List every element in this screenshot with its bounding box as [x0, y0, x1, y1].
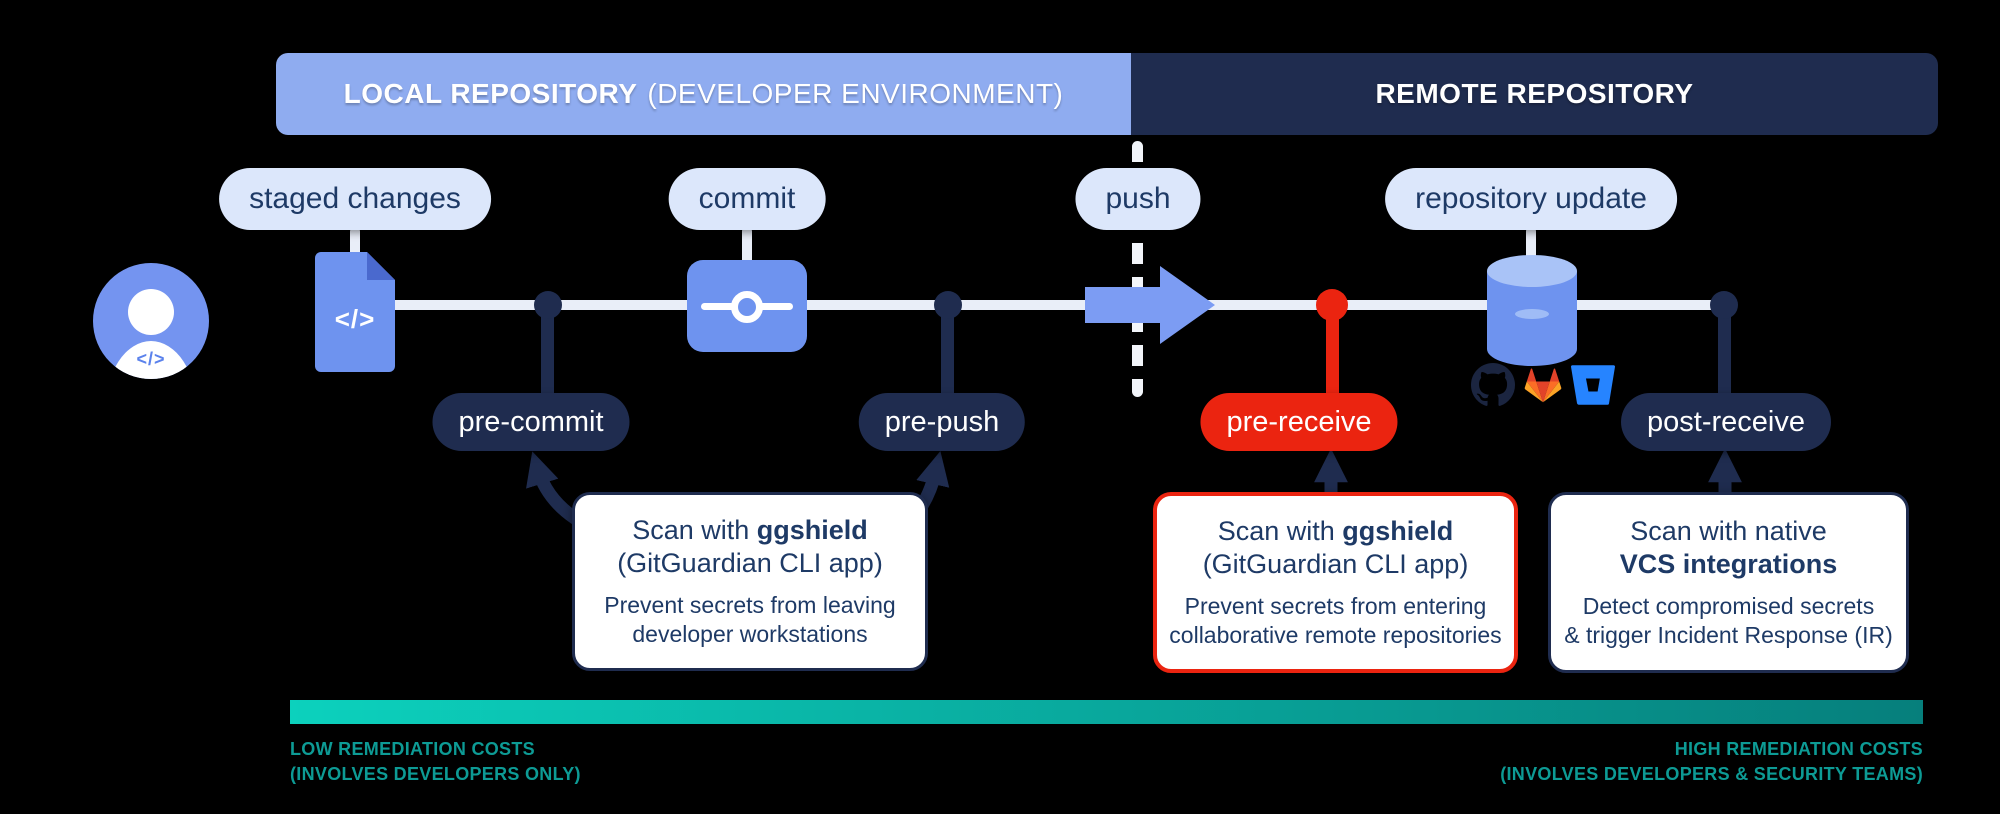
push-arrow-icon: [1085, 266, 1215, 344]
card-title: Scan with native VCS integrations: [1620, 515, 1838, 581]
pre-commit-hook-pill: pre-commit: [432, 393, 630, 451]
remote-repository-title: REMOTE REPOSITORY: [1375, 78, 1694, 109]
card-title-line2: (GitGuardian CLI app): [617, 548, 883, 579]
post-receive-hook-pill: post-receive: [1621, 393, 1831, 451]
local-remote-divider-dashed-line: [1132, 141, 1143, 397]
card-body-line1: Prevent secrets from entering: [1184, 592, 1487, 619]
pre-receive-hook-dot: [1316, 289, 1348, 321]
commit-bubble: commit: [668, 168, 826, 230]
gitlab-icon: [1520, 363, 1566, 412]
card-body: Prevent secrets from leaving developer w…: [604, 591, 895, 649]
repository-update-bubble: repository update: [1385, 168, 1677, 230]
pre-push-hook-dot: [934, 291, 962, 319]
staged-file-icon: </>: [315, 252, 395, 372]
commit-node-icon: [687, 260, 807, 352]
remote-repository-database-icon: [1486, 254, 1578, 373]
github-icon: [1471, 363, 1515, 412]
git-timeline: [380, 300, 1724, 310]
pre-commit-hook-line: [541, 305, 554, 400]
card-title: Scan with ggshield (GitGuardian CLI app): [617, 514, 883, 580]
vcs-providers: [1471, 363, 1615, 412]
card-body-line2: collaborative remote repositories: [1169, 621, 1502, 648]
developer-avatar: </>: [93, 263, 209, 379]
card-title-line2-bold: VCS integrations: [1619, 549, 1838, 580]
staged-changes-connector: [350, 226, 360, 260]
card-body-line1: Detect compromised secrets: [1582, 592, 1875, 619]
card-title-bold: ggshield: [1342, 516, 1454, 547]
low-cost-line2: (INVOLVES DEVELOPERS ONLY): [290, 764, 581, 785]
file-folded-corner: [367, 252, 395, 280]
file-code-icon: </>: [334, 304, 376, 334]
card-body: Prevent secrets from entering collaborat…: [1169, 592, 1501, 650]
card-body-line1: Prevent secrets from leaving: [604, 591, 896, 618]
pre-push-hook-line: [941, 305, 954, 400]
card-body-line2: & trigger Incident Response (IR): [1564, 621, 1893, 648]
pre-push-hook-pill: pre-push: [858, 393, 1026, 451]
low-remediation-cost-label: LOW REMEDIATION COSTS (INVOLVES DEVELOPE…: [290, 737, 581, 787]
card-title-line2: (GitGuardian CLI app): [1202, 549, 1469, 580]
local-repository-header: LOCAL REPOSITORY (DEVELOPER ENVIRONMENT): [276, 53, 1131, 135]
card-title-bold: ggshield: [756, 515, 868, 546]
post-receive-hook-line: [1718, 305, 1731, 400]
remediation-cost-gradient-bar: [290, 700, 1923, 724]
local-repository-title: LOCAL REPOSITORY: [343, 78, 638, 109]
high-remediation-cost-label: HIGH REMEDIATION COSTS (INVOLVES DEVELOP…: [1500, 737, 1923, 787]
post-receive-scan-card: Scan with native VCS integrations Detect…: [1548, 492, 1909, 673]
card-title-normal: Scan with native: [1630, 516, 1827, 547]
commit-connector: [742, 226, 752, 266]
bitbucket-icon: [1570, 363, 1615, 412]
remote-repository-header: REMOTE REPOSITORY: [1131, 53, 1938, 135]
pre-commit-hook-dot: [534, 291, 562, 319]
pre-receive-scan-card: Scan with ggshield (GitGuardian CLI app)…: [1153, 492, 1518, 673]
card-title-normal: Scan with: [1217, 516, 1343, 547]
commit-ring: [731, 291, 763, 323]
low-cost-line1: LOW REMEDIATION COSTS: [290, 739, 535, 759]
avatar-head: [128, 289, 174, 335]
high-cost-line1: HIGH REMEDIATION COSTS: [1674, 739, 1923, 759]
push-bubble: push: [1075, 168, 1201, 230]
pre-receive-hook-pill: pre-receive: [1200, 393, 1398, 451]
repository-update-connector: [1526, 226, 1536, 262]
card-title-normal: Scan with: [632, 515, 757, 546]
local-repository-subtitle: (DEVELOPER ENVIRONMENT): [647, 78, 1064, 109]
high-cost-line2: (INVOLVES DEVELOPERS & SECURITY TEAMS): [1500, 764, 1923, 785]
card-body: Detect compromised secrets & trigger Inc…: [1564, 592, 1893, 650]
card-title: Scan with ggshield (GitGuardian CLI app): [1203, 515, 1469, 581]
avatar-code-icon: </>: [136, 349, 166, 369]
pre-receive-hook-line: [1326, 305, 1339, 400]
card-body-line2: developer workstations: [632, 620, 868, 647]
pre-commit-push-scan-card: Scan with ggshield (GitGuardian CLI app)…: [572, 492, 928, 671]
staged-changes-bubble: staged changes: [219, 168, 491, 230]
post-receive-hook-dot: [1710, 291, 1738, 319]
